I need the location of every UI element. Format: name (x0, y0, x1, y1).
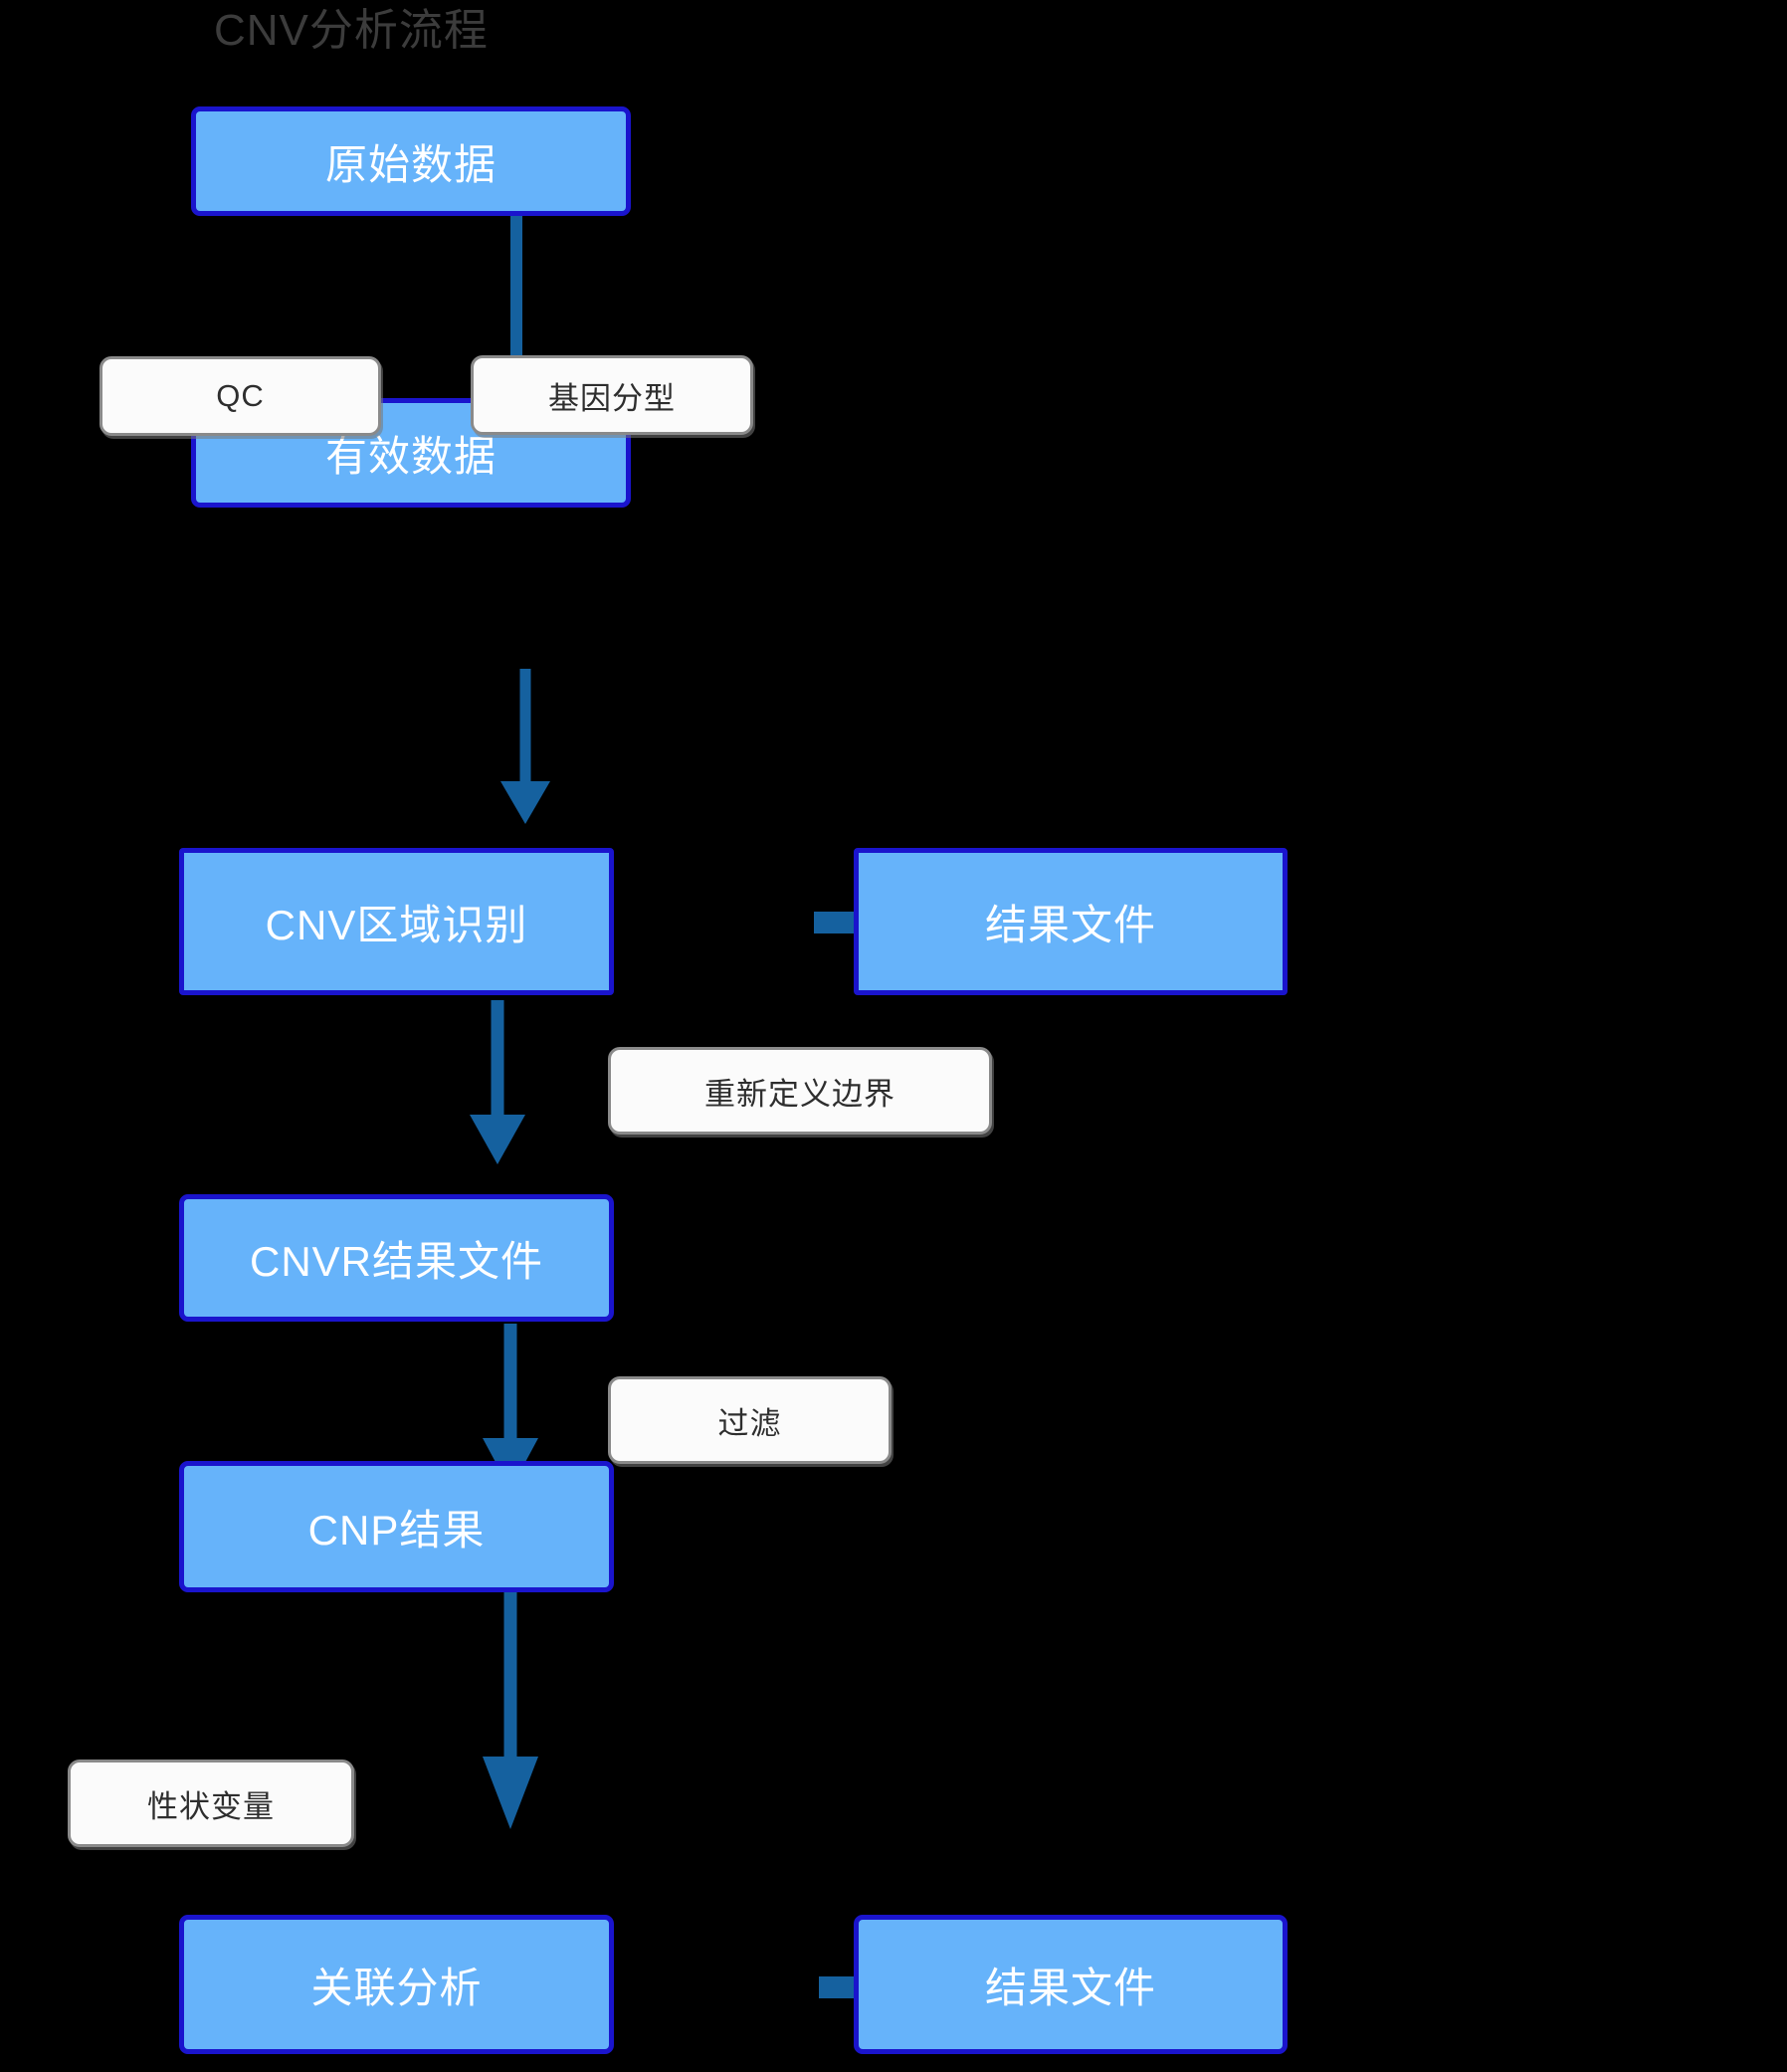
node-raw-data[interactable]: 原始数据 (191, 106, 631, 216)
node-result-file-2[interactable]: 结果文件 (854, 1915, 1288, 2054)
edge-label-filter-text: 过滤 (717, 1405, 782, 1441)
node-cnv-region[interactable]: CNV区域识别 (179, 848, 614, 995)
node-result-file-2-label: 结果文件 (984, 1964, 1156, 2011)
edge-cnv-region-to-cnvr-result (470, 1000, 525, 1164)
edge-label-trait-var[interactable]: 性状变量 (68, 1760, 354, 1847)
node-cnv-region-label: CNV区域识别 (265, 901, 528, 948)
node-cnp-result-label: CNP结果 (307, 1506, 486, 1554)
edge-cnp-result-to-assoc-analysis (483, 1592, 538, 1829)
node-assoc-analysis-label: 关联分析 (310, 1964, 483, 2011)
edge-label-genotyping-text: 基因分型 (548, 380, 676, 416)
node-cnvr-result[interactable]: CNVR结果文件 (179, 1194, 614, 1322)
node-valid-data-label: 有效数据 (324, 432, 496, 480)
edge-label-trait-var-text: 性状变量 (147, 1788, 275, 1824)
node-raw-data-label: 原始数据 (324, 140, 496, 188)
node-result-file-1-label: 结果文件 (984, 901, 1156, 948)
edge-valid-data-to-cnv-region (500, 669, 550, 824)
node-cnp-result[interactable]: CNP结果 (179, 1461, 614, 1592)
edge-label-genotyping[interactable]: 基因分型 (471, 355, 753, 435)
edge-label-qc[interactable]: QC (99, 356, 381, 436)
edge-label-qc-text: QC (216, 378, 265, 413)
node-result-file-1[interactable]: 结果文件 (854, 848, 1288, 995)
node-cnvr-result-label: CNVR结果文件 (249, 1237, 543, 1285)
node-assoc-analysis[interactable]: 关联分析 (179, 1915, 614, 2054)
edge-label-filter[interactable]: 过滤 (608, 1376, 892, 1464)
page-title: CNV分析流程 (214, 6, 489, 55)
edge-label-redefine[interactable]: 重新定义边界 (608, 1047, 992, 1135)
edge-label-redefine-text: 重新定义边界 (704, 1076, 895, 1112)
